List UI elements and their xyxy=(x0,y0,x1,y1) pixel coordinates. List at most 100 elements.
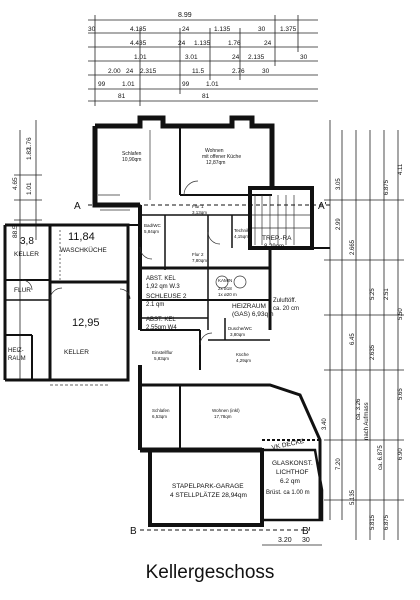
dim-r6-1: 81 xyxy=(202,93,210,100)
right-dimension-lines xyxy=(324,120,404,540)
room-abst-w4: ABST. KEL 2,55qm W4 xyxy=(146,317,177,331)
room-treppe-name: TREP.-RA xyxy=(262,235,292,242)
dim-r3-1: 3.01 xyxy=(185,54,198,61)
section-marker-a: A xyxy=(74,201,81,212)
room-wohnen-bot-name: Wohnen (inkl) xyxy=(212,408,240,413)
room-abst-w4-area: 2,55qm W4 xyxy=(146,325,177,331)
room-keller-big-name: KELLER xyxy=(64,349,89,356)
room-schlafen-top-name: Schlafen xyxy=(122,151,142,157)
dim-bottom-1: 30 xyxy=(302,537,310,544)
room-technik-area: 4,15qm xyxy=(234,234,249,239)
dim-right-1: 3.05 xyxy=(336,178,342,190)
room-bad: Bad/WC 5,84qm xyxy=(144,223,162,234)
section-lines xyxy=(88,204,330,531)
dim-r1-3: 1.135 xyxy=(214,26,231,33)
dim-right-13: 5.135 xyxy=(350,489,356,505)
room-lichthof-name: GLASKONST. xyxy=(272,460,313,467)
dim-left-1: 4.65 xyxy=(12,177,19,190)
room-flur1: Flur 1 3,13qm xyxy=(192,204,207,215)
room-lichthof-sub: LICHTHOF xyxy=(276,469,309,476)
dim-r1-2: 24 xyxy=(182,26,190,33)
room-duschewc: Dusche/WC 3,80qm xyxy=(228,326,253,337)
room-garage: STAPELPARK-GARAGE 4 STELLPLÄTZE 28,94qm xyxy=(170,483,247,499)
dim-right-6: 2.665 xyxy=(350,239,356,255)
room-keller-big-num: 12,95 xyxy=(72,317,100,329)
room-flur2-area: 7,80qm xyxy=(192,258,207,263)
dim-left-3: 1.76 xyxy=(26,137,33,150)
room-lichthof-note: Brüst. ca 1.00 m xyxy=(266,490,310,496)
dim-right-9: 3.40 xyxy=(322,418,328,430)
left-dimension-lines xyxy=(14,120,42,380)
dim-right-5: 2.99 xyxy=(336,218,342,230)
room-zuluft-name: Zuluftöff. xyxy=(273,298,297,304)
dim-r1-1: 4.135 xyxy=(130,26,147,33)
room-waschkueche-name: WASCHKÜCHE xyxy=(60,246,107,254)
room-lichthof: GLASKONST. LICHTHOF 6.2 qm Brüst. ca 1.0… xyxy=(266,460,313,496)
dim-total: 8.99 xyxy=(178,12,192,19)
room-flur1-area: 3,13qm xyxy=(192,210,207,215)
room-treppe-area: 8.29qm xyxy=(264,244,284,250)
room-wohnen-bot-area: 17,78qm xyxy=(214,414,232,419)
room-wohnen-bot: Wohnen (inkl) 17,78qm xyxy=(212,408,240,419)
room-keller-small: 3,8 KELLER xyxy=(14,236,39,258)
room-flur2: Flur 2 7,80qm xyxy=(192,252,207,263)
room-einstell-area: 5,83qm xyxy=(154,356,169,361)
dim-r2-2: 1.135 xyxy=(194,40,211,47)
dim-r4-2: 2.315 xyxy=(140,68,157,75)
room-kamin-dims2: 1x ø20 m xyxy=(218,292,237,297)
room-waschkueche-num: 11,84 xyxy=(68,231,95,243)
dim-bottom-0: 3.20 xyxy=(278,537,292,544)
dim-right-7: 2.51 xyxy=(384,288,390,300)
dim-r6-0: 81 xyxy=(118,93,126,100)
room-abst-w3: ABST. KEL 1,92 qm W.3 xyxy=(146,276,180,290)
room-waschkueche: 11,84 WASCHKÜCHE xyxy=(60,231,107,254)
building-walls xyxy=(3,115,330,527)
room-kamin: KAMIN 2x ø18 1x ø20 m xyxy=(218,278,237,297)
dim-r5-1: 1.01 xyxy=(122,81,135,88)
dim-r2-3: 1.76 xyxy=(228,40,241,47)
room-abst-w3-area: 1,92 qm W.3 xyxy=(146,284,180,290)
detail-lines xyxy=(21,130,310,386)
dim-r4-3: 11.5 xyxy=(192,68,205,75)
room-zuluft: Zuluftöff. ca. 20 cm xyxy=(273,298,299,312)
room-wohnen-top-area: 12,87qm xyxy=(206,160,225,166)
room-heizraum-sub: (GAS) 6,93qm xyxy=(232,311,274,318)
room-keller-big: 12,95 KELLER xyxy=(64,317,100,356)
dim-right-4: 5.50 xyxy=(398,308,404,320)
dim-r1-0: 30 xyxy=(88,26,96,33)
dim-right-8: 7.20 xyxy=(336,458,342,470)
room-einstell-name: Einstellflur xyxy=(152,350,173,355)
room-heizraum-small-name2: RAUM xyxy=(8,356,26,362)
floor-plan: 8.99 30 4.135 24 1.135 30 1.375 4.435 24… xyxy=(3,12,404,546)
ca-note: ca. 3.26 xyxy=(356,398,362,420)
room-kamin-dims: 2x ø18 xyxy=(218,286,232,291)
dim-right-3: 5.25 xyxy=(370,288,376,300)
ca-note-2: ca. 6.875 xyxy=(378,445,384,470)
dim-right-14: 5.65 xyxy=(398,388,404,400)
dim-r4-0: 2.00 xyxy=(108,68,121,75)
room-heizraum-name: HEIZRAUM xyxy=(232,303,266,310)
dim-r2-4: 24 xyxy=(264,40,272,47)
room-keller-small-name: KELLER xyxy=(14,251,39,258)
top-dimension-lines xyxy=(88,15,318,106)
dim-r2-1: 24 xyxy=(178,40,186,47)
room-keller-small-num: 3,8 xyxy=(20,236,34,247)
room-heizraum-small-name: HEIZ- xyxy=(8,348,24,354)
room-schleuse-area: 2.1 qm xyxy=(146,302,164,308)
dim-r4-1: 24 xyxy=(126,68,134,75)
room-duschewc-area: 3,80qm xyxy=(230,332,245,337)
dim-r3-3: 2.135 xyxy=(248,54,265,61)
room-garage-name: STAPELPARK-GARAGE xyxy=(172,483,244,490)
room-abst-w3-name: ABST. KEL xyxy=(146,276,176,282)
room-duschewc-name: Dusche/WC xyxy=(228,326,253,331)
dim-r3-0: 1.01 xyxy=(134,54,147,61)
room-heizraum: HEIZRAUM (GAS) 6,93qm xyxy=(232,303,274,318)
room-technik-name: Technik xyxy=(234,228,250,233)
dim-r5-2: 99 xyxy=(182,81,190,88)
dim-r1-4: 30 xyxy=(258,26,266,33)
dim-r5-3: 1.01 xyxy=(206,81,219,88)
dim-left-4: 88.5 xyxy=(12,225,19,238)
dim-right-11: 5.815 xyxy=(370,514,376,530)
room-kamin-name: KAMIN xyxy=(218,278,232,283)
dim-r3-2: 24 xyxy=(232,54,240,61)
